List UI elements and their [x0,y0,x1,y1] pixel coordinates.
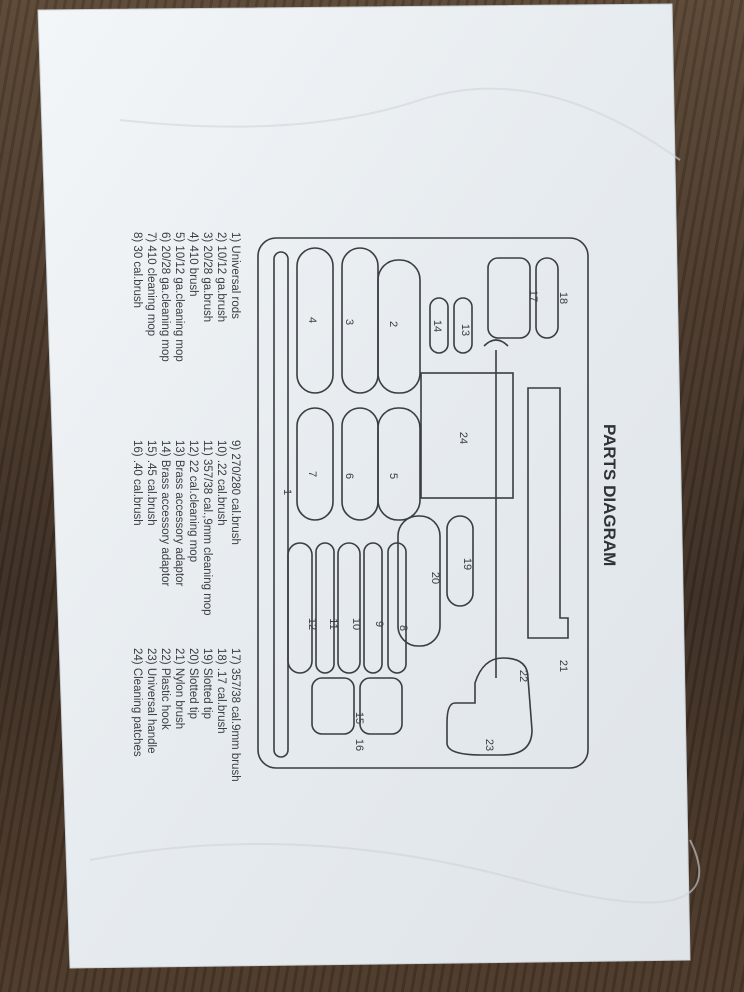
slot-4 [296,247,334,394]
slot-2 [377,259,421,394]
slot-24 [420,372,514,499]
slot-19 [446,515,474,607]
label-21: 21 [557,660,569,672]
label-11: 11 [327,618,339,629]
slot-16 [311,677,355,735]
label-16: 16 [353,739,365,751]
page-title: PARTS DIAGRAM [600,424,619,566]
label-22: 22 [517,670,529,682]
label-15: 15 [353,712,365,724]
legend-3: 17) 357/38 cal.9mm brush 18) .17 cal.bru… [131,648,241,785]
slot-8 [387,542,407,674]
tray-diagram [257,237,589,769]
slot-5 [377,407,421,521]
slot-7 [296,407,334,521]
slot-9 [363,542,383,674]
slot-14 [429,297,449,354]
slot-22-hook [483,339,509,678]
slot-23 [446,657,533,756]
slot-10 [337,542,361,674]
label-20: 20 [429,572,441,584]
label-9: 9 [373,621,385,627]
slot-21 [527,387,569,639]
label-5: 5 [387,473,399,479]
paper-sheet [37,3,691,969]
label-1: 1 [281,489,293,495]
tray-outline [257,237,589,769]
slot-13 [453,297,473,354]
slot-15 [359,677,403,735]
legend-col2: 9) 270/280 cal.brush 10) .22 cal.brush 1… [131,440,241,619]
label-17: 17 [527,290,539,302]
label-23: 23 [483,739,495,751]
label-6: 6 [343,473,355,479]
legend-col1: 1) Universal rods 2) 10/12 ga.brush 3) 2… [131,232,241,365]
slot-12 [287,542,313,674]
label-19: 19 [461,558,473,570]
label-24: 24 [457,432,469,444]
slot-20 [397,515,441,647]
label-14: 14 [431,320,443,332]
label-4: 4 [306,317,318,323]
paper-crease [119,87,681,161]
label-8: 8 [397,625,409,631]
label-2: 2 [387,321,399,327]
label-13: 13 [459,324,471,336]
label-12: 12 [306,618,318,630]
slot-17 [487,257,531,339]
label-10: 10 [350,618,362,630]
label-18: 18 [557,292,569,304]
slot-1 [273,251,289,758]
legend: 1) Universal rods 2) 10/12 ga.brush 3) 2… [131,232,241,365]
slot-18 [535,257,559,339]
label-7: 7 [306,471,318,477]
legend-2: 9) 270/280 cal.brush 10) .22 cal.brush 1… [131,440,241,619]
slot-11 [315,542,335,674]
label-3: 3 [343,319,355,325]
paper-crease [89,839,701,904]
legend-col3: 17) 357/38 cal.9mm brush 18) .17 cal.bru… [131,648,241,785]
part-number-labels: 1 2 3 4 5 6 7 8 9 10 11 12 13 14 15 16 1… [281,290,569,751]
